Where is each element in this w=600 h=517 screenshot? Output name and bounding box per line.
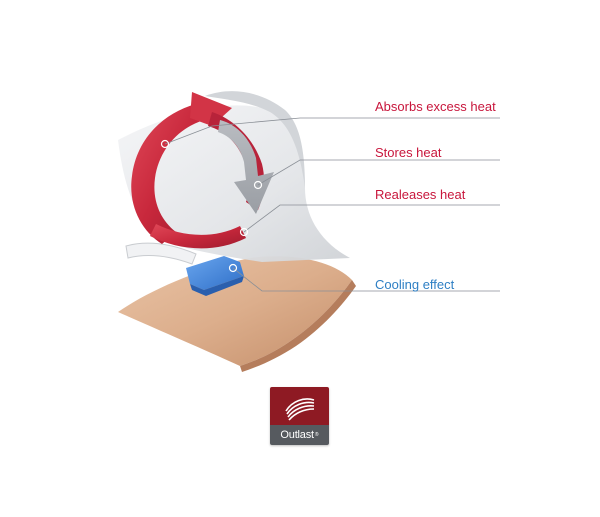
fabric-layer <box>118 105 350 262</box>
logo-emblem <box>270 387 329 425</box>
leader-stores <box>257 159 500 186</box>
cooling-block <box>186 256 244 290</box>
label-cooling-effect: Cooling effect <box>375 277 455 292</box>
leader-lines <box>164 117 500 292</box>
leader-releases <box>243 204 500 233</box>
label-absorbs-heat: Absorbs excess heat <box>375 99 496 114</box>
marker-stores <box>253 180 263 190</box>
outlast-logo: Outlast® <box>270 387 329 445</box>
fiber-strip <box>125 242 197 265</box>
stores-arrow <box>218 120 274 214</box>
heat-arrow-head <box>190 92 232 126</box>
skin-layer <box>118 256 352 366</box>
leader-absorbs <box>164 117 500 145</box>
logo-wordmark: Outlast® <box>270 425 329 445</box>
marker-releases <box>239 227 249 237</box>
marker-cooling <box>228 263 238 273</box>
wave-icon <box>285 398 315 421</box>
marker-absorbs <box>160 139 170 149</box>
fabric-back-edge <box>205 91 305 188</box>
heat-arc-left <box>131 104 204 244</box>
cooling-block-side <box>190 276 244 296</box>
leader-cooling <box>232 267 500 292</box>
heat-arc-bottom <box>150 224 246 249</box>
label-releases-heat: Realeases heat <box>375 187 466 202</box>
leader-markers <box>160 139 263 273</box>
label-stores-heat: Stores heat <box>375 145 442 160</box>
logo-registered-mark: ® <box>314 432 319 438</box>
skin-edge <box>240 280 356 372</box>
logo-brand-text: Outlast <box>280 429 314 441</box>
